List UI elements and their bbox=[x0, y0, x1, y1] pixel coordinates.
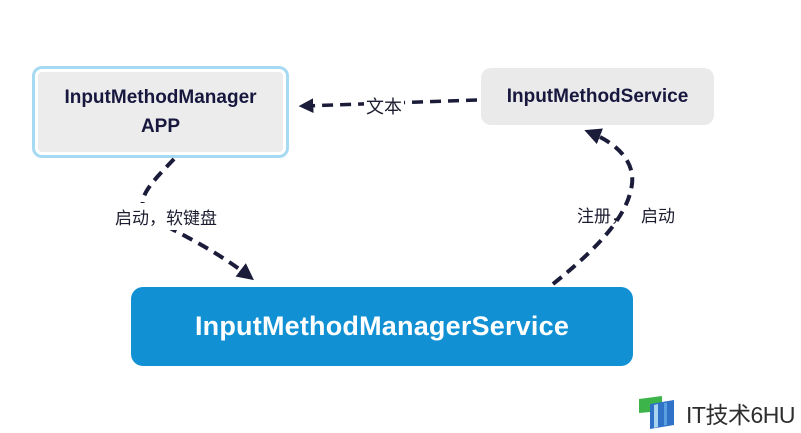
node-inputmethodmanagerservice: InputMethodManagerService bbox=[131, 287, 633, 366]
node-inputmethodmanager-app: InputMethodManager APP bbox=[32, 66, 289, 158]
node-inputmethodmanager-app-label-line1: InputMethodManager bbox=[64, 87, 257, 108]
watermark-text: IT技术6HU bbox=[686, 402, 795, 428]
node-inputmethodservice: InputMethodService bbox=[481, 68, 714, 125]
node-inputmethodservice-label: InputMethodService bbox=[506, 85, 689, 107]
edge-label-text-flow: 文本 bbox=[364, 97, 404, 117]
watermark: IT技术6HU bbox=[638, 395, 795, 431]
edge-label-start-softkeyboard: 启动，软键盘 bbox=[112, 203, 220, 230]
node-inputmethodmanager-app-label-line2: APP bbox=[140, 116, 181, 137]
node-inputmethodmanagerservice-label: InputMethodManagerService bbox=[194, 311, 570, 341]
edge-label-register-start: 注册， 启动 bbox=[577, 207, 675, 226]
open-book-logo-icon bbox=[639, 396, 675, 429]
